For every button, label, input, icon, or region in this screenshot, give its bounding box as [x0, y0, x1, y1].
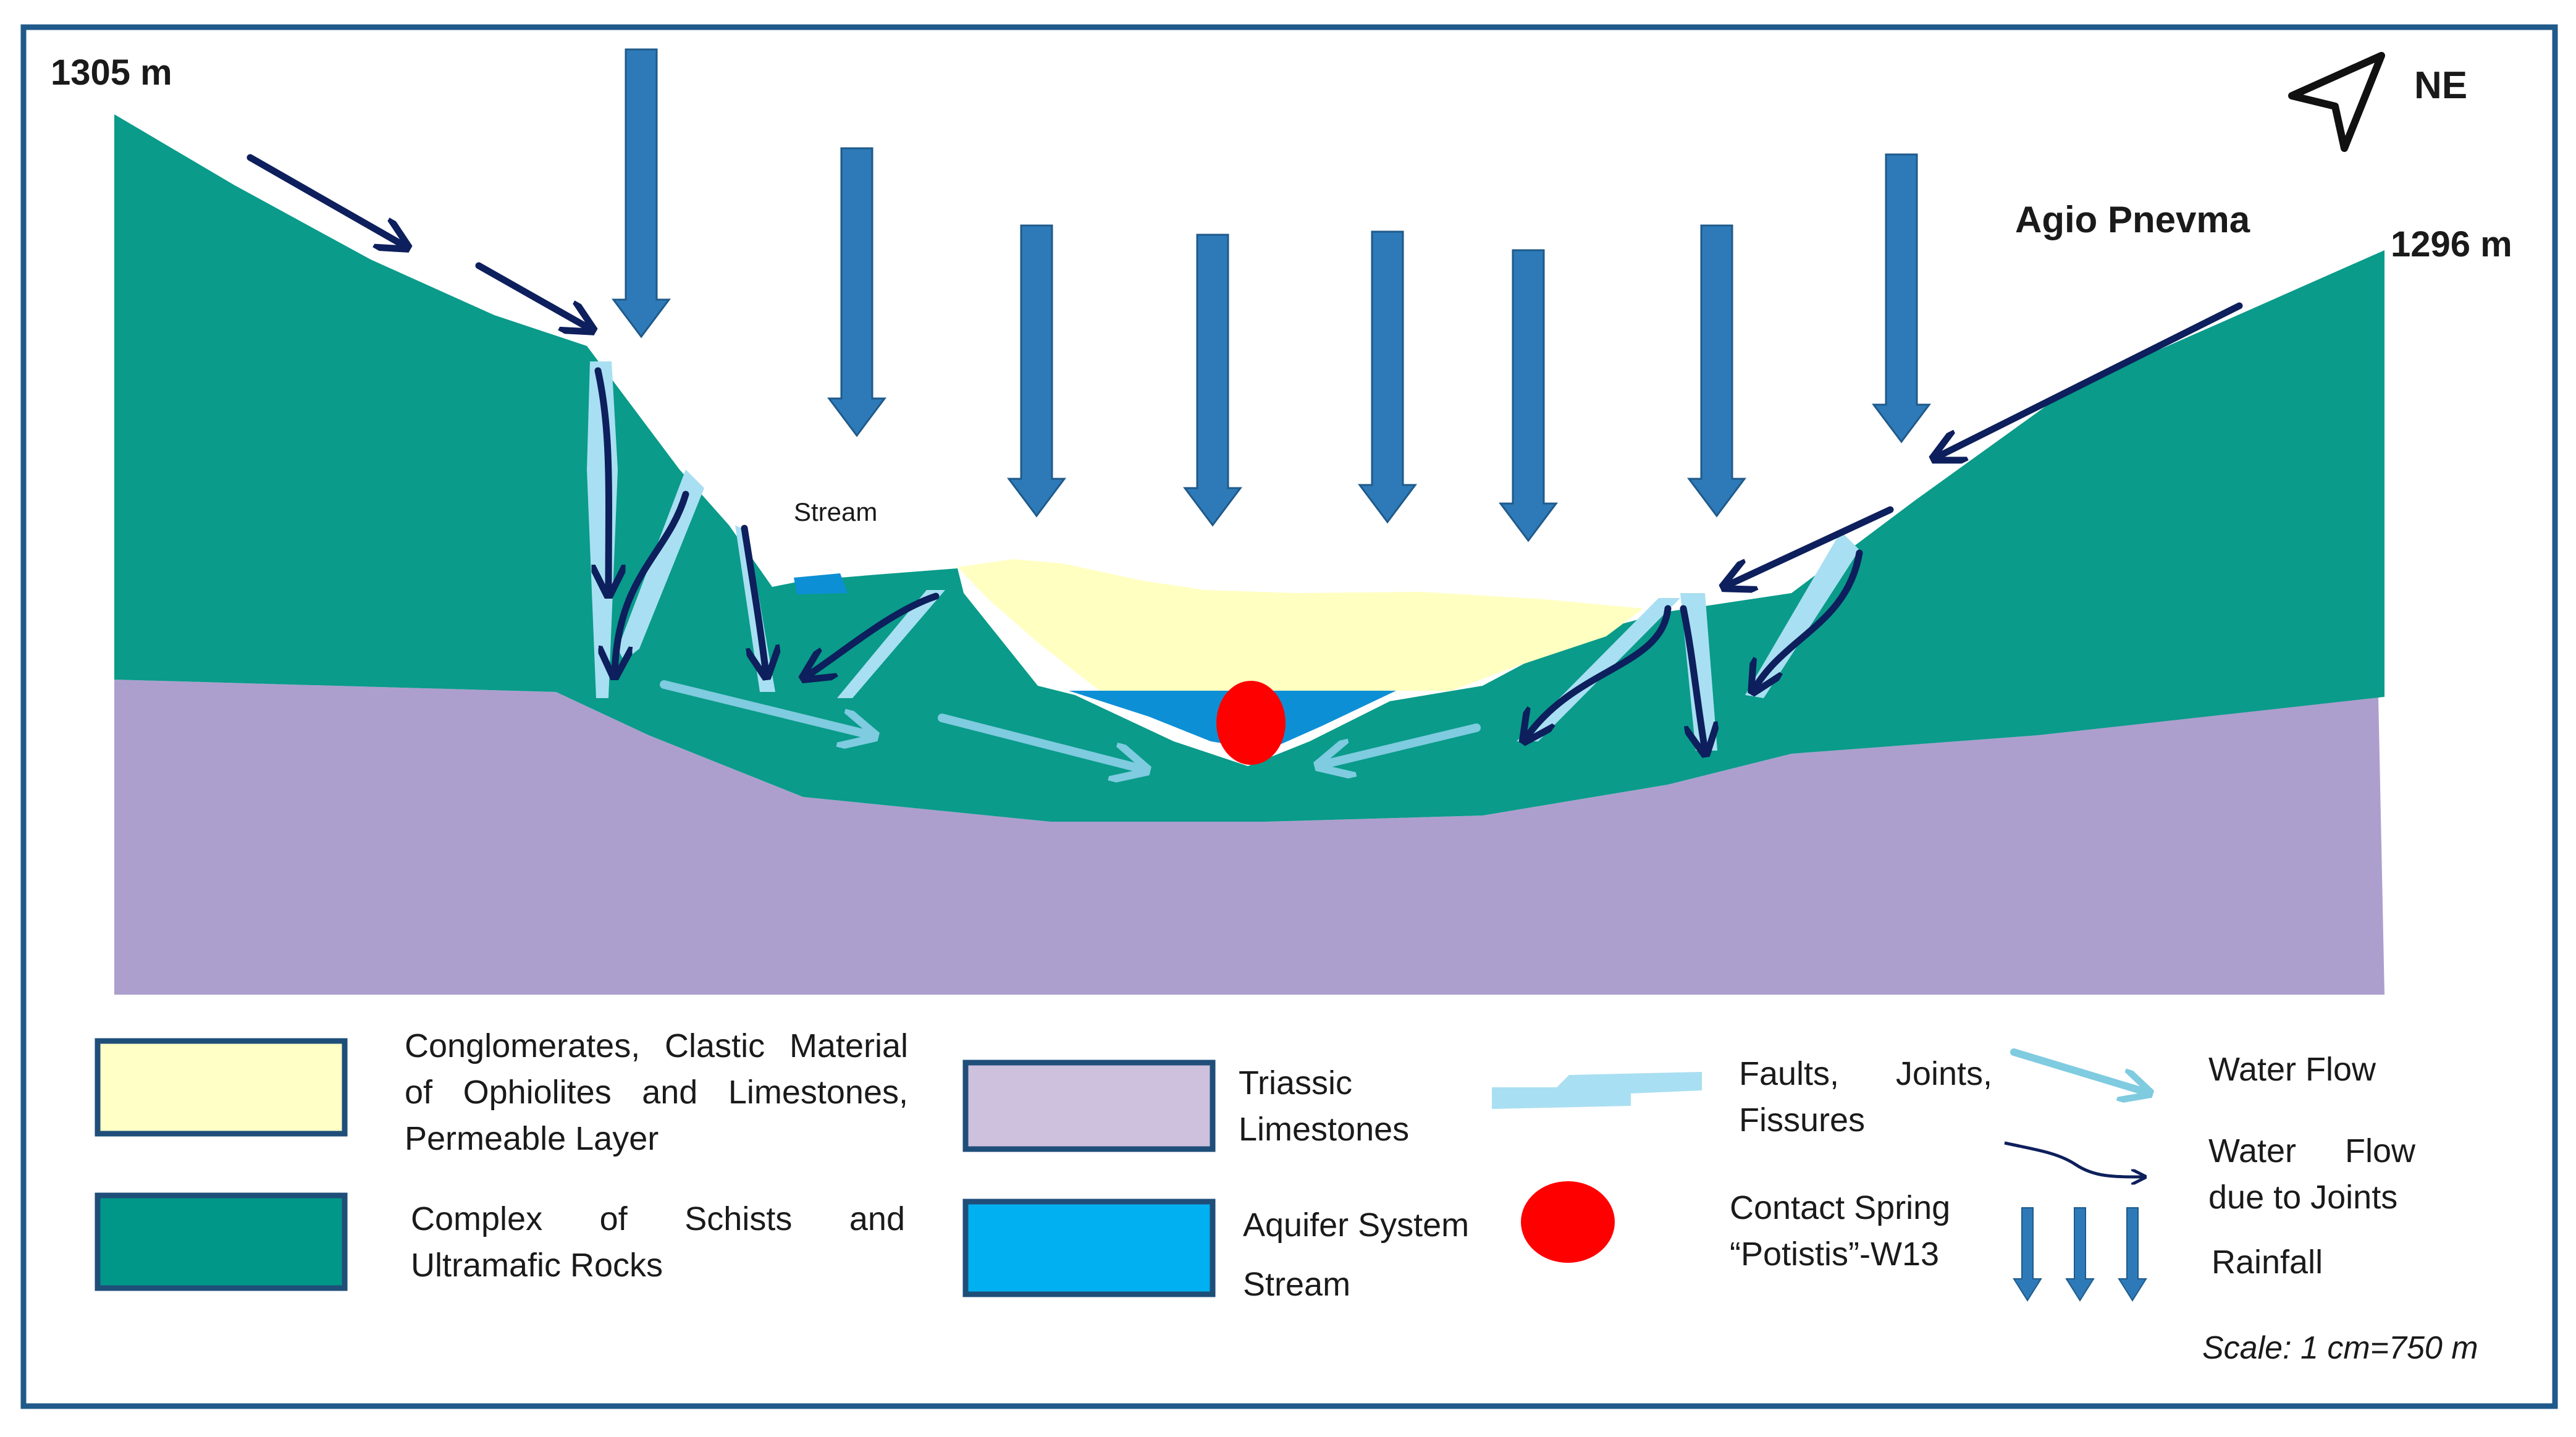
rain-arrow — [1183, 234, 1242, 527]
rain-arrow — [1358, 230, 1417, 524]
water-flow-arrow — [938, 714, 1143, 769]
rain-arrow — [1499, 249, 1558, 542]
legend-text-water-flow-joints-line2: due to Joints — [2208, 1179, 2398, 1216]
legend-text-schists-line1: Complex of Schists and — [411, 1200, 905, 1237]
joint-arrow — [1680, 605, 1705, 751]
elevation-left-label: 1305 m — [51, 53, 172, 93]
water-flow-arrow — [1322, 723, 1481, 765]
legend-text-spring-line1: Contact Spring — [1730, 1189, 1951, 1226]
scale-label: Scale: 1 cm=750 m — [2202, 1330, 2478, 1366]
joint-arrow — [1526, 605, 1672, 738]
rain-arrow — [1007, 224, 1066, 518]
water-flow-arrows — [660, 680, 1481, 769]
legend-water-flow-arrow — [2010, 1048, 2147, 1092]
joint-arrow — [806, 592, 940, 676]
rainfall-arrows — [612, 48, 1931, 542]
elevation-right-label: 1296 m — [2391, 224, 2512, 264]
north-label: NE — [2414, 64, 2468, 107]
legend-joint-flow-arrow — [2004, 1141, 2144, 1177]
legend-text-conglomerates-line2: of Ophiolites and Limestones, — [405, 1074, 908, 1111]
legend-text-water-flow: Water Flow — [2208, 1051, 2376, 1088]
rain-arrow — [612, 48, 671, 339]
legend-text-water-flow-joints-line1: Water Flow — [2208, 1132, 2415, 1169]
joint-arrow — [615, 491, 689, 673]
joint-flow-arrows — [246, 154, 2243, 751]
rain-arrow — [1687, 224, 1746, 518]
legend-swatch-faults — [1492, 1072, 1702, 1109]
triassic-limestone-layer — [114, 680, 2384, 995]
rain-arrow — [827, 147, 886, 437]
legend-swatch-conglomerates — [95, 1038, 348, 1137]
schist-complex-layer — [114, 114, 2384, 822]
contact-spring-marker — [1216, 681, 1286, 765]
legend-swatch-schists — [95, 1192, 348, 1291]
legend-text-rainfall: Rainfall — [2212, 1244, 2323, 1281]
water-flow-arrow — [660, 680, 871, 735]
joint-arrow — [741, 525, 766, 673]
legend-text-spring-line2: “Potistis”-W13 — [1730, 1236, 1940, 1273]
legend-text-triassic-line2: Limestones — [1239, 1111, 1410, 1148]
stream-channel — [794, 573, 848, 594]
legend-text-conglomerates-line3: Permeable Layer — [405, 1120, 659, 1157]
legend-text-triassic-line1: Triassic — [1239, 1064, 1352, 1102]
joint-arrow — [1937, 302, 2243, 457]
place-label: Agio Pnevma — [2015, 199, 2250, 240]
joint-arrow — [598, 367, 608, 592]
north-arrow-icon — [2288, 52, 2385, 152]
legend-rainfall-arrows — [2013, 1207, 2147, 1302]
legend-text-stream: Stream — [1243, 1266, 1351, 1303]
legend-text-aquifer: Aquifer System — [1243, 1207, 1470, 1244]
legend-text-conglomerates-line1: Conglomerates, Clastic Material — [405, 1027, 908, 1064]
legend-text-faults-line2: Fissures — [1739, 1102, 1866, 1139]
joint-arrow — [1727, 506, 1894, 586]
legend-swatch-aquifer — [962, 1199, 1216, 1297]
legend-swatch-spring — [1521, 1181, 1615, 1263]
joint-arrow — [475, 262, 590, 329]
joint-arrow — [1754, 549, 1863, 689]
stream-label: Stream — [794, 497, 878, 526]
rain-arrow — [1872, 153, 1931, 444]
legend-swatch-triassic — [962, 1060, 1216, 1152]
legend-text-schists-line2: Ultramafic Rocks — [411, 1247, 663, 1284]
conglomerate-layer — [958, 559, 1643, 691]
legend-text-faults-line1: Faults, Joints, — [1739, 1055, 1992, 1092]
joint-arrow — [246, 154, 405, 246]
